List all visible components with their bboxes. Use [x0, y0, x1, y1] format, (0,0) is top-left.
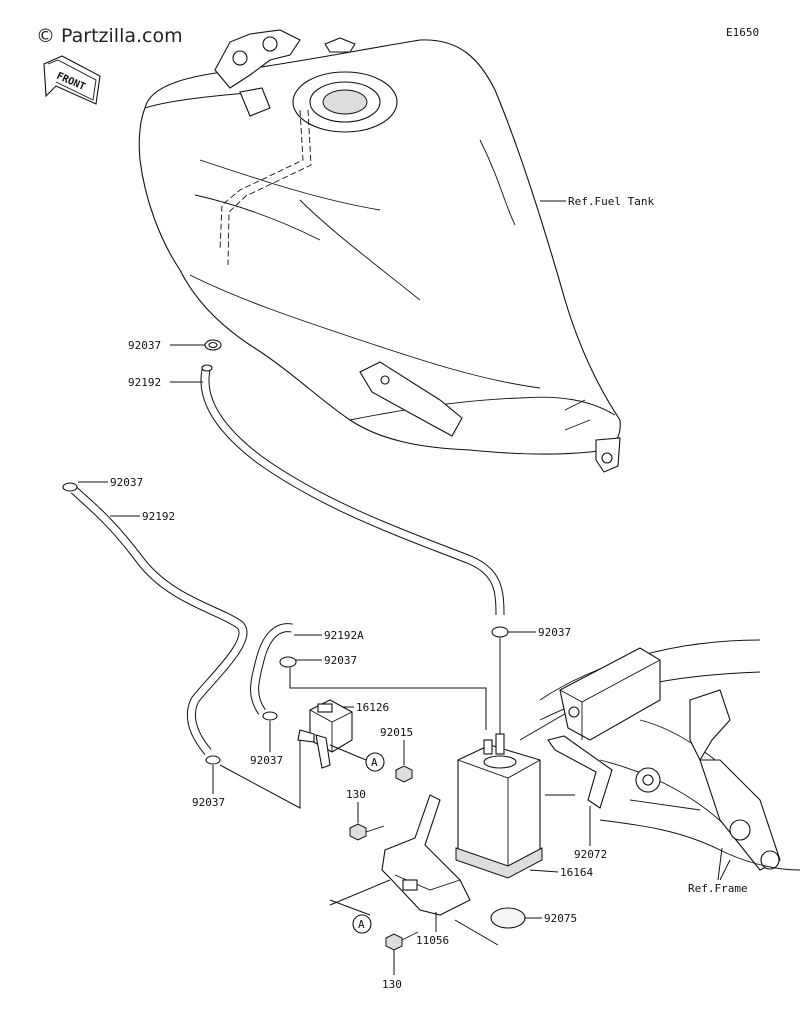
frame: [539, 639, 800, 881]
hose-92192A: [250, 623, 293, 715]
label-92037-valve: 92037: [250, 754, 283, 767]
label-92192A: 92192A: [324, 629, 364, 642]
clamp-92037-valve: [262, 711, 278, 721]
label-92192-top: 92192: [128, 376, 161, 389]
label-16126: 16126: [356, 701, 389, 714]
label-92072: 92072: [574, 848, 607, 861]
bolt-130-lower: [385, 931, 419, 951]
label-92075: 92075: [544, 912, 577, 925]
label-130-upper: 130: [346, 788, 366, 801]
grommet-92075: [490, 907, 526, 929]
ref-frame-label: Ref.Frame: [688, 882, 748, 895]
label-92015: 92015: [380, 726, 413, 739]
svg-text:A: A: [358, 918, 365, 931]
label-92037-left: 92037: [110, 476, 143, 489]
diagram-code: E1650: [726, 26, 759, 39]
label-92037-canister: 92037: [538, 626, 571, 639]
svg-text:A: A: [371, 756, 378, 769]
strap-92072: [547, 735, 613, 809]
bracket-11056: [381, 794, 471, 916]
clamp-92037-left-top: [62, 482, 78, 492]
label-92037-bottom: 92037: [192, 796, 225, 809]
front-arrow-icon: FRONT: [43, 55, 101, 105]
watermark: © Partzilla.com: [36, 25, 183, 47]
nut-92015: [395, 765, 413, 783]
fuel-tank: [138, 29, 621, 473]
bolt-130-upper: [349, 823, 385, 841]
clamp-92037-left-bottom: [205, 755, 221, 765]
label-130-lower: 130: [382, 978, 402, 991]
clamp-92037-top: [204, 339, 222, 351]
canister-16164: [455, 733, 543, 879]
hose-92192-long: [200, 364, 505, 616]
callout-a-upper: A: [365, 752, 385, 772]
clamp-92037-canister: [491, 626, 509, 638]
label-16164: 16164: [560, 866, 593, 879]
label-92037-mid: 92037: [324, 654, 357, 667]
ref-fuel-tank-label: Ref.Fuel Tank: [568, 195, 654, 208]
label-11056: 11056: [416, 934, 449, 947]
label-92192-left: 92192: [142, 510, 175, 523]
solenoid-valve-16126: [297, 699, 353, 769]
label-92037-top: 92037: [128, 339, 161, 352]
callout-a-lower: A: [352, 914, 372, 934]
clamp-92037-mid: [279, 656, 297, 668]
hose-92192-left: [70, 486, 248, 755]
